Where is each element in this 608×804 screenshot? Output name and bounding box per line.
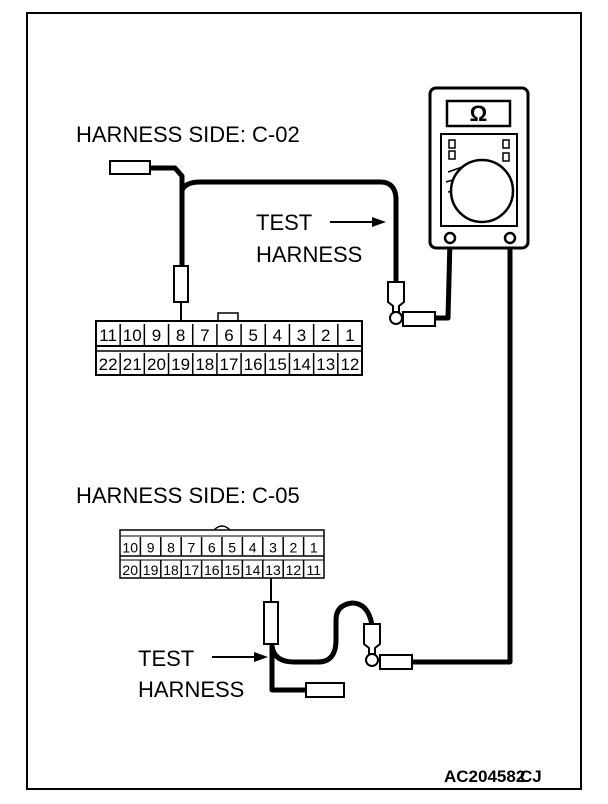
pin-number: 15 [224,562,240,578]
pin-number: 21 [123,355,142,374]
pin-number: 7 [188,540,196,556]
c05-probe [263,578,279,645]
pin-number: 4 [249,540,257,556]
label-test-1: TEST [256,210,312,235]
figure-suffix: CJ [520,767,542,786]
pin-number: 6 [224,326,233,345]
pin-number: 12 [340,355,359,374]
label-harness-1: HARNESS [256,242,362,267]
pin-number: 8 [176,326,185,345]
pin-number: 9 [152,326,161,345]
pin-number: 2 [321,326,330,345]
test-harness-arrow-2 [212,652,268,662]
pin-number: 3 [269,540,277,556]
ohm-symbol: Ω [470,101,488,126]
meter-dial [449,158,515,224]
pin-number: 16 [244,355,263,374]
pin-number: 2 [290,540,298,556]
pin-number: 1 [345,326,354,345]
pin-number: 15 [268,355,287,374]
pin-number: 18 [163,562,179,578]
meter-button [502,152,510,162]
pin-number: 20 [147,355,166,374]
c02-meter-connector [387,281,436,327]
label-harness-side-c05: HARNESS SIDE: C-05 [76,483,300,508]
pin-number: 6 [208,540,216,556]
c02-probe [173,265,189,320]
meter-button [448,150,456,160]
pin-number: 10 [123,326,142,345]
c02-loose-plug [109,160,151,175]
pin-number: 7 [200,326,209,345]
pin-number: 14 [245,562,261,578]
pin-number: 8 [167,540,175,556]
label-harness-side-c02: HARNESS SIDE: C-02 [76,122,300,147]
label-test-2: TEST [138,646,194,671]
pin-number: 20 [122,562,138,578]
meter-button [502,139,510,149]
pin-number: 11 [99,326,117,345]
pin-number: 1 [310,540,318,556]
pin-number: 17 [184,562,200,578]
pin-number: 17 [220,355,239,374]
pin-number: 13 [265,562,281,578]
pin-number: 16 [204,562,220,578]
pin-number: 13 [316,355,335,374]
c05-test-harness-wire [269,600,375,693]
pin-number: 19 [143,562,159,578]
pin-number: 18 [195,355,214,374]
meter-lead-1 [431,237,453,321]
c05-latch [213,525,231,531]
pin-number: 14 [292,355,311,374]
pin-number: 22 [99,355,118,374]
figure-code: AC204582 [444,767,525,786]
label-harness-2: HARNESS [138,677,244,702]
meter-terminal-2 [503,231,517,245]
c02-test-harness-wire [147,165,399,283]
pin-number: 5 [228,540,236,556]
multimeter: Ω [428,86,530,250]
meter-terminal-1 [443,231,457,245]
pin-number: 3 [297,326,306,345]
meter-button [448,139,456,149]
c05-meter-connector [363,623,413,670]
diagram-frame [26,12,582,790]
c05-loose-plug [305,682,345,698]
meter-display [445,99,512,128]
pin-number: 10 [122,540,138,556]
pin-number: 5 [248,326,257,345]
pin-number: 4 [273,326,282,345]
test-harness-arrow-1 [330,217,386,227]
pin-number: 9 [147,540,155,556]
pin-number: 12 [286,562,302,578]
meter-lead-2 [409,237,513,665]
pin-number: 19 [171,355,190,374]
pin-number: 11 [307,562,322,578]
